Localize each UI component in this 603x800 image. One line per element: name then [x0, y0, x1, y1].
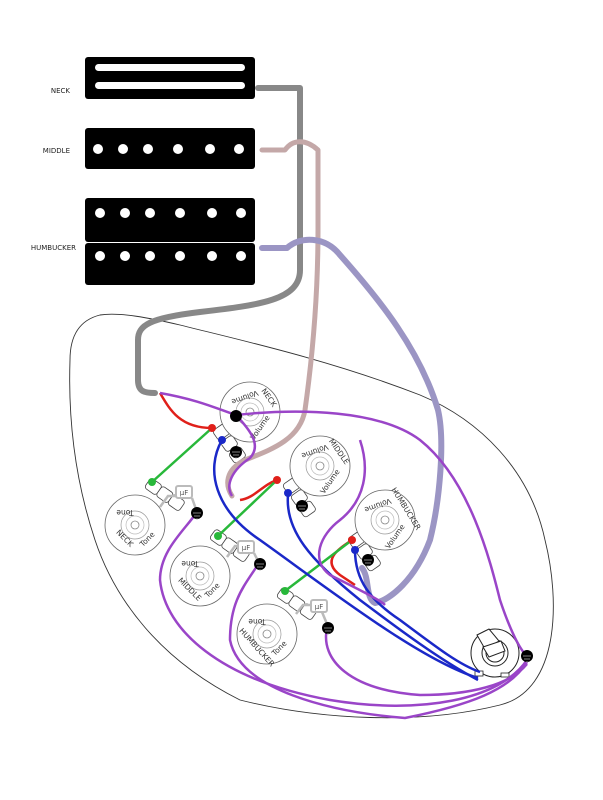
pickup-label-humbucker: HUMBUCKER: [31, 244, 76, 252]
pickup-label-neck: NECK: [51, 87, 71, 95]
output-jack: [470, 628, 520, 678]
pot-label: Tone: [116, 508, 135, 517]
solder-red-neck: [208, 424, 216, 432]
wire-humbucker-hot: [259, 236, 445, 606]
capacitor-label: µF: [242, 544, 250, 552]
wire-ground-tone-neck: [158, 511, 529, 707]
wire-ground-main: [159, 391, 528, 657]
solder-green-humbucker: [281, 587, 289, 595]
pot-tone-neck: Tone NECK Tone: [104, 478, 185, 556]
wire-ground-tone-middle: [228, 562, 529, 720]
pickup-humbucker: [85, 198, 255, 285]
wire-green-humbucker: [284, 539, 353, 592]
pot-tone-middle: Tone MIDDLE Tone: [169, 529, 250, 607]
pickup-neck: [85, 57, 255, 99]
solder-green-neck: [148, 478, 156, 486]
pot-volume-middle: Volume MIDDLE Volume: [282, 435, 351, 518]
pot-label: Tone: [248, 617, 267, 626]
solder-red-humbucker: [348, 536, 356, 544]
wire-ground-tone-humbucker: [324, 627, 528, 697]
capacitor-humbucker: µF: [295, 599, 329, 625]
wire-green-neck: [151, 427, 213, 483]
pickup-label-middle: MIDDLE: [43, 147, 70, 155]
wire-green-middle: [217, 479, 278, 537]
wire-output-middle: [286, 494, 479, 682]
guitar-body-outline: [69, 313, 554, 719]
pickup-middle: [85, 128, 255, 169]
wire-neck-hot: [135, 85, 303, 396]
capacitor-middle: µF: [225, 540, 261, 564]
solder-green-middle: [214, 532, 222, 540]
solder-blue-middle: [284, 489, 292, 497]
wire-red-neck: [158, 392, 213, 430]
pot-label: Tone: [181, 559, 200, 568]
capacitor-label: µF: [180, 489, 188, 497]
pot-tone-humbucker: Tone HUMBUCKER Tone: [236, 587, 317, 668]
pot-volume-neck: Volume NECK Volume: [212, 381, 281, 464]
wire-ground-neck-vol: [228, 414, 257, 497]
solder-blue-humbucker: [351, 546, 359, 554]
capacitor-label: µF: [315, 603, 323, 611]
wire-output-humbucker: [353, 549, 481, 674]
solder-red-middle: [273, 476, 281, 484]
wire-middle-hot: [225, 139, 321, 499]
solder-blue-neck: [218, 436, 226, 444]
wire-output-neck: [213, 439, 479, 680]
ground-icon: [191, 410, 533, 663]
wire-ground-middle-vol: [318, 439, 386, 606]
